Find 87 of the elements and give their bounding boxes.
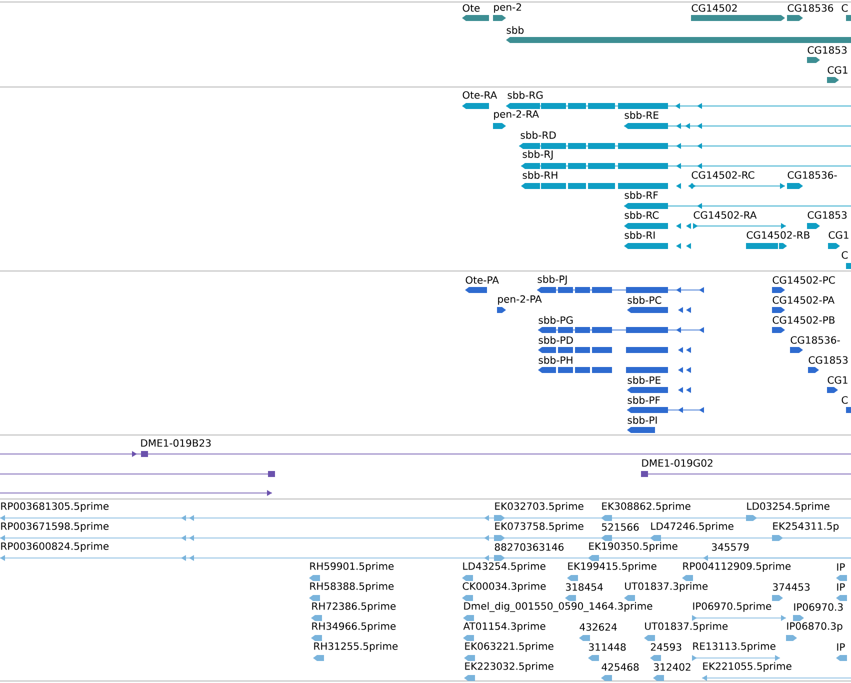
feature-label: Ote-RA	[462, 91, 498, 99]
feature-label: LD03254.5prime	[747, 502, 830, 512]
feature-label: EK063221.5prime	[465, 642, 554, 652]
feature-label: 425468	[602, 663, 639, 671]
feature-label: RH31255.5prime	[314, 642, 398, 652]
feature-label: CK00034.3prime	[462, 582, 546, 592]
feature-label: CG14502-PB	[772, 316, 835, 324]
feature-label: CG18536	[788, 4, 834, 12]
feature-label: LD43254.5prime	[463, 562, 546, 572]
feature-label: RP003600824.5prime	[1, 542, 109, 552]
feature-label: sbb-RH	[522, 171, 558, 179]
feature-label: IP	[837, 563, 845, 571]
feature-label: IP06970.5prime	[693, 602, 772, 612]
feature-label: CG1853	[808, 46, 847, 54]
feature-label: CG14502-PA	[772, 296, 834, 304]
feature-label: 311448	[588, 643, 626, 651]
feature-label: sbb-RG	[508, 91, 543, 99]
feature-label: 521566	[602, 523, 639, 531]
feature-label: RP003681305.5prime	[1, 502, 109, 512]
feature-label: IP	[837, 583, 845, 591]
feature-label: sbb-PJ	[538, 275, 567, 285]
feature-label: sbb-PH	[538, 356, 572, 364]
feature-label: RH34966.5prime	[312, 622, 396, 632]
feature-label: RH58388.5prime	[310, 582, 394, 592]
feature-label: 432624	[580, 623, 617, 631]
feature-label: sbb-RF	[624, 191, 658, 199]
feature-label: EK073758.5prime	[495, 522, 584, 532]
feature-label: 24593	[650, 643, 682, 651]
feature-label: CG18536-	[790, 336, 840, 344]
feature-label: RH72386.5prime	[312, 602, 396, 612]
feature-label: C	[842, 4, 848, 12]
feature-label: IP	[837, 643, 845, 651]
feature-label: pen-2	[494, 3, 522, 13]
feature-label: 318454	[566, 583, 603, 591]
feature-label: 374453	[772, 583, 810, 591]
feature-label: sbb	[506, 26, 524, 34]
feature-label: 312402	[654, 663, 690, 671]
feature-label: Ote	[462, 4, 480, 12]
feature-label: sbb-PI	[628, 416, 657, 424]
feature-label: Ote-PA	[466, 276, 499, 284]
feature-label: pen-2-PA	[498, 295, 542, 305]
feature-label: EK308862.5prime	[602, 502, 690, 512]
feature-label: CG14502-RA	[694, 211, 757, 219]
feature-label: sbb-RE	[624, 111, 658, 119]
feature-label: EK223032.5prime	[465, 662, 554, 672]
feature-label: pen-2-RA	[494, 110, 539, 120]
feature-label: sbb-RI	[624, 231, 655, 239]
feature-label: RE13113.5prime	[693, 642, 776, 652]
feature-label: EK199415.5prime	[568, 562, 656, 572]
feature-label: sbb-PG	[538, 316, 573, 324]
feature-label: LD47246.5prime	[651, 522, 734, 532]
feature-label: Dmel_dig_001550_0590_1464.3prime	[464, 602, 652, 612]
feature-label: EK254311.5p	[773, 522, 839, 532]
feature-label: CG1	[828, 66, 848, 74]
feature-label: RH59901.5prime	[310, 562, 394, 572]
feature-label: CG18536-	[788, 171, 837, 179]
feature-label: CG14502-PC	[772, 276, 835, 284]
feature-label: EK032703.5prime	[495, 502, 584, 512]
feature-label: AT01154.3prime	[463, 622, 546, 632]
feature-label: C	[842, 251, 848, 259]
feature-label: CG14502-RC	[692, 171, 754, 179]
feature-label: CG1853	[808, 356, 848, 364]
feature-label: sbb-RJ	[522, 150, 553, 160]
feature-label: 345579	[712, 543, 749, 551]
feature-label: sbb-RC	[624, 211, 659, 219]
feature-label: sbb-RD	[520, 131, 556, 139]
feature-label: C	[842, 396, 848, 404]
feature-label: IP06970.3	[794, 603, 843, 611]
feature-label: UT01837.5prime	[645, 622, 728, 632]
feature-label: EK221055.5prime	[703, 662, 792, 672]
feature-label: CG14502-RB	[746, 231, 810, 239]
feature-label: 88270363146	[494, 543, 564, 551]
feature-label: sbb-PE	[628, 376, 660, 384]
feature-label: RP003671598.5prime	[1, 522, 109, 532]
feature-label: CG1853	[808, 211, 847, 219]
feature-label: UT01837.3prime	[625, 582, 708, 592]
feature-label: RP004112909.5prime	[683, 562, 791, 572]
feature-label: DME1-019B23	[141, 439, 211, 447]
feature-label: EK190350.5prime	[589, 542, 678, 552]
feature-label: sbb-PC	[628, 296, 662, 304]
feature-label: IP06870.3p	[787, 622, 842, 632]
feature-label: CG14502	[692, 4, 737, 12]
feature-label: CG1	[828, 231, 848, 239]
feature-label: sbb-PF	[628, 396, 660, 404]
feature-label: sbb-PD	[538, 336, 573, 344]
feature-label: CG1	[828, 376, 848, 384]
feature-label: DME1-019G02	[642, 459, 712, 467]
